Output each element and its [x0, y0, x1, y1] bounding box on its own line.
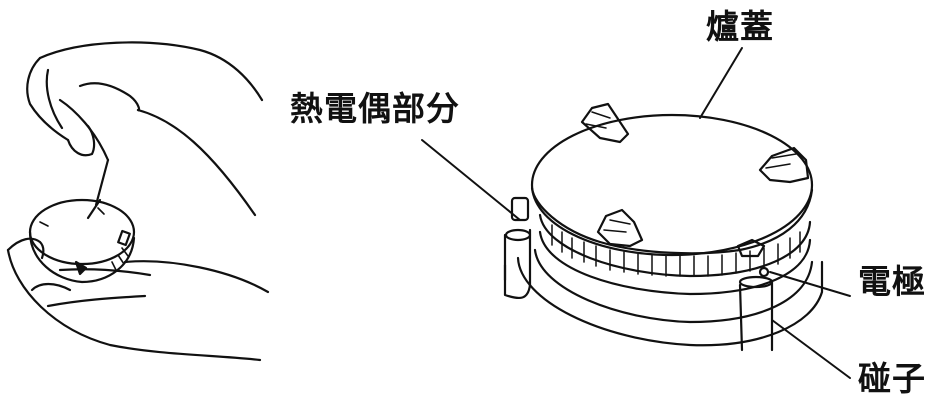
electrode-part [738, 266, 774, 352]
leader-lines [421, 47, 851, 379]
burner-illustration [503, 102, 824, 352]
leader-line-cover [699, 47, 743, 119]
leader-line-thermocouple [421, 139, 521, 221]
label-electrode: 電極 [858, 262, 926, 301]
label-thermocouple: 熱電偶部分 [290, 89, 460, 128]
pot-supports [580, 102, 810, 258]
label-igniter: 碰子 [858, 359, 926, 398]
label-burner-cover: 爐蓋 [706, 7, 774, 46]
hands-illustration [6, 41, 270, 362]
burner-slots [551, 224, 801, 277]
leader-line-igniter [771, 319, 851, 379]
leader-line-electrode [769, 271, 851, 297]
